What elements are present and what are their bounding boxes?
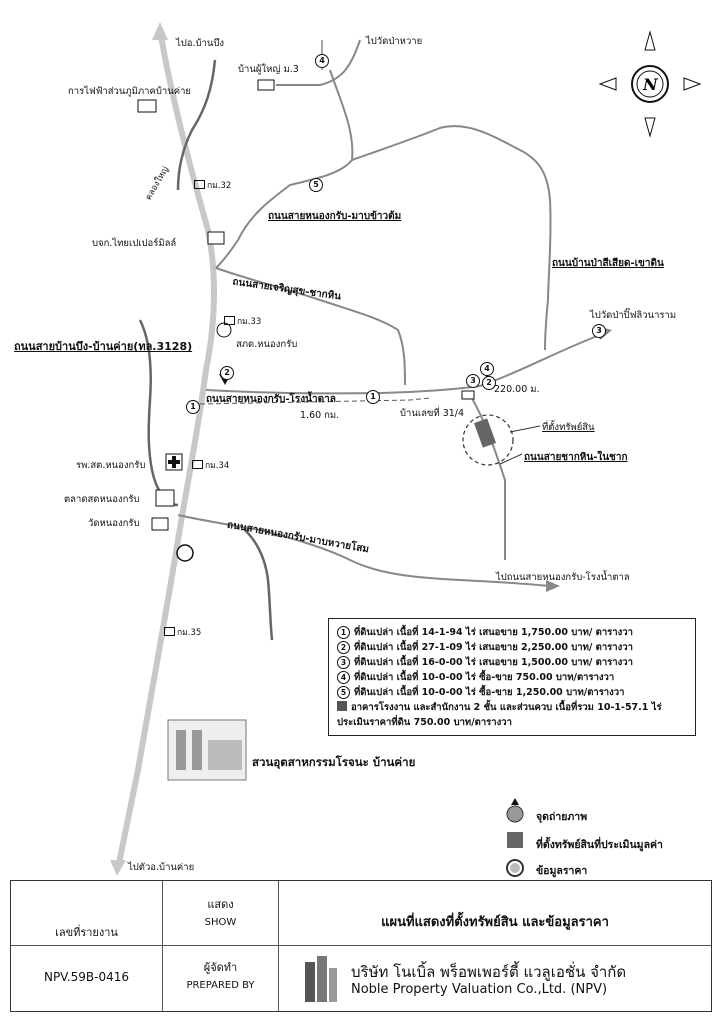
prepared-cell: ผู้จัดทำ PREPARED BY <box>163 946 279 1011</box>
highway-arrow-north <box>152 22 168 40</box>
label-subject: ที่ตั้งทรัพย์สิน <box>542 422 595 433</box>
company-cell: บริษัท โนเบิ้ล พร็อพเพอร์ตี้ แวลูเอชั่น … <box>279 946 711 1011</box>
key-price: ข้อมูลราคา <box>536 865 588 877</box>
ban-phu-yai-icon <box>257 79 275 91</box>
road-nongkrab-rongnamtan <box>205 334 601 395</box>
road-nongkrab-mabwai <box>177 514 551 587</box>
price-marker-5: 5 <box>309 178 323 192</box>
report-number: NPV.59B-0416 <box>43 970 130 984</box>
label-house-no: บ้านเลขที่ 31/4 <box>400 408 465 419</box>
title-block: เลขที่รายงาน NPV.59B-0416 แสดง SHOW ผู้จ… <box>10 880 712 1012</box>
company-logo-icon <box>305 956 337 1002</box>
park-icon <box>176 544 194 562</box>
price-marker-3: 3 <box>592 324 606 338</box>
km-marker-33: กม.33 <box>224 314 261 328</box>
house-icon <box>461 390 475 400</box>
report-no-label-cell: เลขที่รายงาน <box>11 881 163 946</box>
label-distance-1: 220.00 ม. <box>494 384 540 395</box>
label-industrial: สวนอุตสาหกรรมโรจนะ บ้านค่าย <box>252 755 416 769</box>
label-temple: วัดหนองกรับ <box>88 518 140 529</box>
symbol-key-icons <box>506 798 524 877</box>
show-cell: แสดง SHOW <box>163 881 279 946</box>
km-marker-34: กม.34 <box>192 458 229 472</box>
road-sakhin <box>469 394 507 560</box>
label-ban-khai: ไปตัวอ.บ้านค่าย <box>128 862 195 873</box>
svg-text:N: N <box>642 75 659 94</box>
report-no-cell: NPV.59B-0416 <box>11 946 163 1011</box>
map-title: แผนที่แสดงที่ตั้งทรัพย์สิน และข้อมูลราคา <box>381 915 609 930</box>
temple-icon <box>151 517 169 531</box>
location-map: N <box>110 22 702 876</box>
highway-arrow-south <box>110 860 126 876</box>
road-wat-pa-wai <box>215 39 361 269</box>
price-marker-2b: 2 <box>482 376 496 390</box>
subject-property <box>473 418 497 448</box>
price-marker-4b: 4 <box>480 362 494 376</box>
subject-circle <box>462 414 514 466</box>
company-name-th: บริษัท โนเบิ้ล พร็อพเพอร์ตี้ แวลูเอชั่น … <box>351 963 627 981</box>
label-ban-phu-yai: บ้านผู้ใหญ่ ม.3 <box>238 64 299 75</box>
label-road-pasiliat: ถนนบ้านป่าสีเสียด-เขาดิน <box>552 258 664 269</box>
key-photo: จุดถ่ายภาพ <box>536 811 588 823</box>
market-icon <box>155 489 175 507</box>
label-police: สภด.หนองกรับ <box>236 339 298 350</box>
price-marker-3b: 3 <box>466 374 480 388</box>
label-wat-pa-pliw: ไปวัดป่าปิ๊ฟลิวนาราม <box>590 310 677 321</box>
factory-icon <box>207 231 225 245</box>
label-road-rongnamtan: ถนนสายหนองกรับ-โรงน้ำตาล <box>206 394 336 405</box>
label-hospital: รพ.สต.หนองกรับ <box>76 460 146 471</box>
price-marker-2: 2 <box>220 366 234 380</box>
legend-building-value: ประเมินราคาที่ดิน 750.00 บาท/ตารางวา <box>337 717 512 728</box>
key-property: ที่ตั้งทรัพย์สินที่ประเมินมูลค่า <box>536 839 663 851</box>
price-marker-4: 4 <box>315 54 329 68</box>
label-road-mabkhaotom: ถนนสายหนองกรับ-มาบข้าวต้ม <box>268 211 402 222</box>
map-title-cell: แผนที่แสดงที่ตั้งทรัพย์สิน และข้อมูลราคา <box>279 881 711 946</box>
km-marker-32: กม.32 <box>194 178 231 192</box>
electric-icon <box>137 99 157 113</box>
distance-line <box>199 397 431 405</box>
label-distance-2: 1.60 กม. <box>300 410 340 421</box>
company-name-en: Noble Property Valuation Co.,Ltd. (NPV) <box>351 982 608 997</box>
road-charoensuk <box>215 267 406 386</box>
compass-icon: N <box>598 30 702 138</box>
road-lower <box>244 529 274 641</box>
legend-building: อาคารโรงงาน และสำนักงาน 2 ชั้น และส่วนคว… <box>337 700 662 715</box>
label-to-road: ไปถนนสายหนองกรับ-โรงน้ำตาล <box>496 572 630 583</box>
label-market: ตลาดสดหนองกรับ <box>64 494 140 505</box>
road-khlong-yai <box>176 59 217 191</box>
label-company: บจก.ไทยเปเปอร์มิลล์ <box>92 238 177 249</box>
price-marker-1: 1 <box>366 390 380 404</box>
label-road-sakhin: ถนนสายชากหิน-ในชาก <box>524 452 628 463</box>
road-pasiliat <box>351 125 552 351</box>
label-road-banbueng-bankhai: ถนนสายบ้านบึง-บ้านค่าย(ทล.3128) <box>14 340 193 353</box>
industrial-estate-icon <box>167 719 247 781</box>
label-wat-pa-wai: ไปวัดป่าหวาย <box>366 36 423 47</box>
km-marker-35: กม.35 <box>164 625 201 639</box>
price-marker-1-left: 1 <box>186 400 200 414</box>
label-electric: การไฟฟ้าส่วนภูมิภาคบ้านค่าย <box>68 86 191 97</box>
label-ban-bueng: ไปอ.บ้านบึง <box>176 38 225 49</box>
hospital-icon <box>165 453 183 471</box>
